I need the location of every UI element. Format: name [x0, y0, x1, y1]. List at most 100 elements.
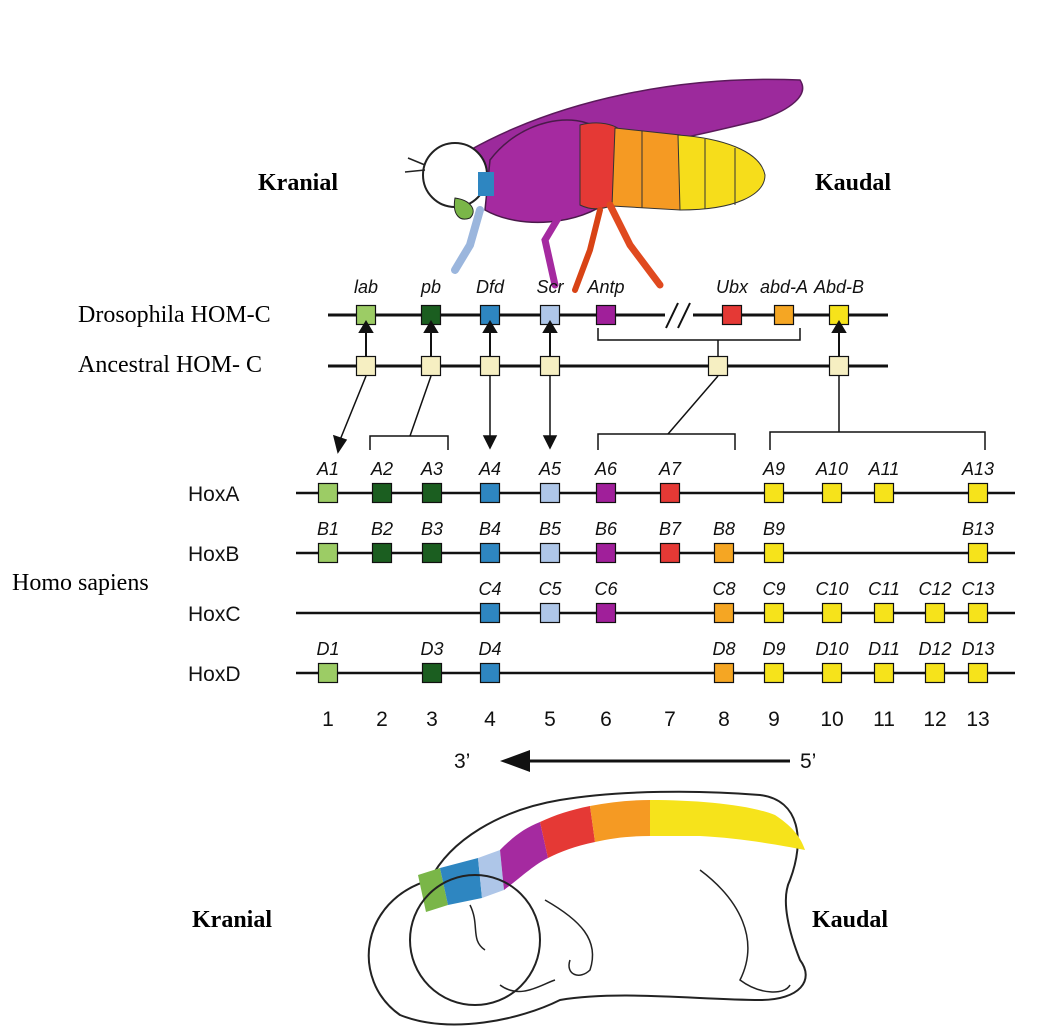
hox-gene-label: B7: [659, 519, 682, 539]
hox-gene-box: [765, 484, 784, 503]
hox-gene-label: D10: [815, 639, 848, 659]
hox-gene-box: [823, 604, 842, 623]
fly-neck-blue: [478, 172, 494, 196]
paralog-group-number: 4: [484, 708, 496, 731]
hox-gene-box: [541, 604, 560, 623]
hox-gene-box: [875, 604, 894, 623]
drosophila-gene-label: abd-A: [760, 277, 808, 297]
hox-gene-box: [823, 484, 842, 503]
hox-gene-label: A9: [762, 459, 785, 479]
ancestral-gene-box: [422, 357, 441, 376]
fly-head: [423, 143, 487, 207]
drosophila-gene-box: [597, 306, 616, 325]
hox-gene-label: C8: [712, 579, 735, 599]
hox-gene-box: [875, 664, 894, 683]
hox-gene-box: [481, 544, 500, 563]
kranial-label-top: Kranial: [258, 170, 338, 196]
hox-gene-box: [926, 664, 945, 683]
direction-arrow-head: [500, 750, 530, 772]
hox-gene-label: A7: [658, 459, 682, 479]
fly-antenna: [405, 158, 425, 172]
ancestral-hom-c-label: Ancestral HOM- C: [78, 352, 262, 378]
hox-gene-box: [319, 544, 338, 563]
hox-gene-box: [969, 484, 988, 503]
hox-gene-label: D3: [420, 639, 443, 659]
hox-cluster-hoxa: HoxAA1A2A3A4A5A6A7A9A10A11A13: [188, 459, 1015, 506]
hox-gene-label: B6: [595, 519, 618, 539]
paralog-group-number: 9: [768, 708, 780, 731]
hox-gene-label: D1: [316, 639, 339, 659]
hox-gene-box: [715, 544, 734, 563]
ancestral-to-human-lines: [334, 376, 985, 452]
ancestral-to-drosophila-arrows: [360, 322, 845, 356]
cluster-name: HoxC: [188, 603, 241, 626]
ancestral-gene-box: [830, 357, 849, 376]
hox-gene-box: [597, 544, 616, 563]
hox-gene-label: C6: [594, 579, 618, 599]
hox-gene-box: [765, 604, 784, 623]
drosophila-bracket: [598, 328, 800, 356]
five-prime-label: 5’: [800, 750, 816, 773]
paralog-group-number: 13: [966, 708, 989, 731]
paralog-group-number: 7: [664, 708, 676, 731]
hox-gene-label: A13: [961, 459, 994, 479]
hox-gene-label: A1: [316, 459, 339, 479]
hox-gene-label: D11: [868, 639, 900, 659]
ancestral-gene-box: [709, 357, 728, 376]
fly-leg-hind: [610, 205, 660, 285]
hox-gene-label: D9: [762, 639, 785, 659]
drosophila-hom-c-label: Drosophila HOM-C: [78, 302, 271, 328]
drosophila-gene-label: Dfd: [476, 277, 505, 297]
kaudal-label-top: Kaudal: [815, 170, 891, 196]
paralog-group-number: 3: [426, 708, 438, 731]
paralog-group-number: 5: [544, 708, 556, 731]
hox-gene-box: [481, 664, 500, 683]
drosophila-gene-box: [723, 306, 742, 325]
hox-gene-label: C10: [815, 579, 848, 599]
hox-gene-label: A11: [868, 459, 900, 479]
hox-gene-box: [765, 544, 784, 563]
embryo-back-lightblue: [478, 850, 504, 898]
paralog-group-number: 6: [600, 708, 612, 731]
hox-gene-box: [423, 544, 442, 563]
embryo-illustration: [369, 792, 806, 1025]
hox-gene-label: A10: [815, 459, 848, 479]
hox-gene-box: [969, 604, 988, 623]
drosophila-gene-label: pb: [420, 277, 441, 297]
hox-gene-label: A5: [538, 459, 562, 479]
hox-gene-label: B5: [539, 519, 562, 539]
hox-gene-box: [423, 484, 442, 503]
hox-gene-box: [319, 484, 338, 503]
hox-gene-label: B2: [371, 519, 393, 539]
hox-gene-box: [481, 604, 500, 623]
embryo-back-orange: [590, 800, 650, 842]
hox-gene-label: D13: [961, 639, 994, 659]
hox-gene-box: [765, 664, 784, 683]
hox-gene-label: A6: [594, 459, 618, 479]
drosophila-gene-label: Scr: [537, 277, 565, 297]
hox-gene-label: C9: [762, 579, 785, 599]
hox-gene-label: B13: [962, 519, 994, 539]
hox-gene-label: A2: [370, 459, 393, 479]
hox-gene-label: A3: [420, 459, 443, 479]
hox-gene-label: D8: [712, 639, 735, 659]
hox-gene-label: A4: [478, 459, 501, 479]
cluster-name: HoxB: [188, 543, 239, 566]
fly-abdomen-yellow: [678, 135, 765, 210]
hox-gene-box: [423, 664, 442, 683]
hox-gene-box: [715, 664, 734, 683]
hox-gene-label: B1: [317, 519, 339, 539]
hox-gene-box: [597, 484, 616, 503]
hox-gene-label: B9: [763, 519, 785, 539]
paralog-group-number: 11: [873, 708, 895, 731]
hox-gene-label: B3: [421, 519, 443, 539]
hox-gene-box: [875, 484, 894, 503]
fly-leg-mid: [545, 215, 560, 285]
hox-gene-box: [969, 664, 988, 683]
